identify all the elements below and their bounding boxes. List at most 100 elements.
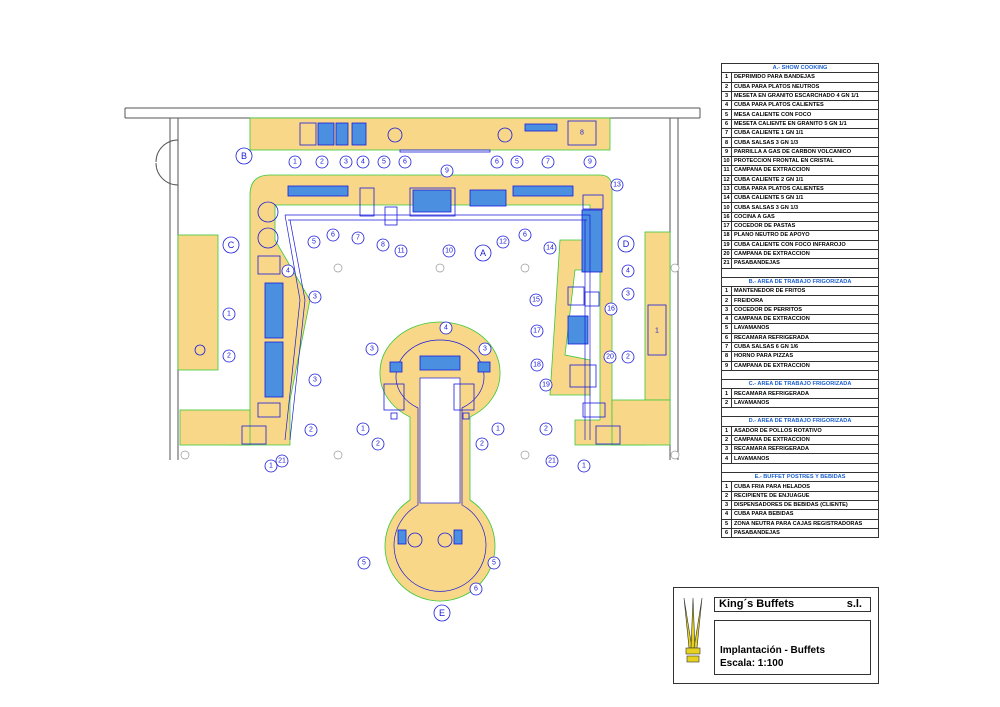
svg-text:17: 17 <box>533 328 541 335</box>
legend-item-number: 7 <box>721 128 732 139</box>
svg-text:2: 2 <box>227 353 231 360</box>
legend-item-number: 10 <box>721 202 732 213</box>
callout-a-8: 8 <box>376 238 390 252</box>
svg-text:4: 4 <box>286 268 290 275</box>
callout-b-2: 2 <box>315 155 329 169</box>
legend-item-label: PARRILLA A GAS DE CARBON VOLCANICO <box>731 146 879 157</box>
legend-section-header: A.- SHOW COOKING <box>721 62 879 74</box>
callout-a-21: 21 <box>275 454 289 468</box>
legend-item-label: RECIPIENTE DE ENJUAGUE <box>731 490 879 501</box>
legend-section-title: E.- BUFFET POSTRES Y BEBIDAS <box>721 472 879 483</box>
legend-item-number: 2 <box>721 295 732 306</box>
callout-b-8: 8 <box>580 130 584 137</box>
legend-item-number: 1 <box>721 286 732 297</box>
svg-text:A: A <box>480 248 486 258</box>
svg-text:6: 6 <box>403 159 407 166</box>
zone-b-counter <box>249 117 611 153</box>
legend-item-number: 6 <box>721 118 732 130</box>
equipment-callouts: 1 2 3 4 5 6 6 5 7 8 9 9 6 7 8 11 10 12 6… <box>222 130 659 596</box>
legend-item-number: 9 <box>721 360 732 371</box>
drawing-info-box: Implantación - Buffets Escala: 1:100 <box>714 620 871 675</box>
legend-item-number: 1 <box>721 72 732 83</box>
legend-item-label: PLANO NEUTRO DE APOYO <box>731 230 879 241</box>
legend-section-title: A.- SHOW COOKING <box>721 62 879 74</box>
callout-b-5b: 5 <box>510 155 524 169</box>
legend-item-label: COCEDOR DE PERRITOS <box>731 304 879 316</box>
callout-a-15: 15 <box>529 293 543 307</box>
svg-text:7: 7 <box>546 159 550 166</box>
callout-a-19: 19 <box>539 378 553 392</box>
svg-text:2: 2 <box>309 427 313 434</box>
callout-a-17: 17 <box>530 324 544 338</box>
legend-item-label: CUBA SALSAS 3 GN 1/3 <box>731 202 879 213</box>
svg-text:6: 6 <box>523 232 527 239</box>
svg-text:B: B <box>241 151 247 161</box>
legend-item-number: 16 <box>721 211 732 223</box>
legend-section-title: D.- AREA DE TRABAJO FRIGORIZADA <box>721 416 879 427</box>
legend-item-label: LAVAMANOS <box>731 323 879 334</box>
legend-item-number: 8 <box>721 351 732 362</box>
svg-text:E: E <box>439 608 445 618</box>
callout-e-5b: 5 <box>487 556 501 570</box>
legend-item-label: CUBA CALIENTE CON FOCO INFRAROJO <box>731 239 879 250</box>
legend-spacer-row <box>721 462 879 474</box>
callout-c-2: 2 <box>222 349 236 363</box>
callout-d-2: 2 <box>621 350 635 364</box>
svg-text:2: 2 <box>320 159 324 166</box>
callout-e-6: 6 <box>469 582 483 596</box>
callout-a-7: 7 <box>351 231 365 245</box>
callout-a-20: 20 <box>603 350 617 364</box>
svg-text:13: 13 <box>613 182 621 189</box>
legend-item-label: ZONA NEUTRA PARA CAJAS REGISTRADORAS <box>731 518 879 529</box>
company-name-box: King´s Buffets s.l. <box>714 597 871 612</box>
legend-item-number: 8 <box>721 137 732 148</box>
callout-b-7: 7 <box>541 155 555 169</box>
svg-text:14: 14 <box>546 245 554 252</box>
svg-text:10: 10 <box>445 248 453 255</box>
legend-item-label: CAMPANA DE EXTRACCION <box>731 313 879 325</box>
legend-item-number: 2 <box>721 434 732 446</box>
legend-item-label: CUBA SALSAS 3 GN 1/3 <box>731 137 879 148</box>
callout-e-3a: 3 <box>365 342 379 356</box>
legend-item-number: 2 <box>721 490 732 501</box>
callout-a-2: 2 <box>304 423 318 437</box>
callout-a-21b: 21 <box>545 454 559 468</box>
zone-label-e: E <box>433 604 451 622</box>
svg-text:4: 4 <box>361 159 365 166</box>
callout-c-1: 1 <box>222 307 236 321</box>
svg-text:C: C <box>228 240 235 250</box>
svg-text:5: 5 <box>312 239 316 246</box>
svg-text:3: 3 <box>344 159 348 166</box>
svg-text:3: 3 <box>370 346 374 353</box>
legend-spacer-row <box>721 267 879 278</box>
callout-a-6b: 6 <box>518 228 532 242</box>
svg-text:1: 1 <box>361 426 365 433</box>
zone-label-b: B <box>235 147 253 165</box>
svg-text:2: 2 <box>480 441 484 448</box>
callout-b-1: 1 <box>288 155 302 169</box>
svg-text:21: 21 <box>278 458 286 465</box>
legend-section-header: C.- AREA DE TRABAJO FRIGORIZADA <box>721 379 879 390</box>
svg-text:5: 5 <box>515 159 519 166</box>
svg-text:1: 1 <box>496 426 500 433</box>
legend-item-number: 5 <box>721 518 732 529</box>
callout-a-11: 11 <box>394 244 408 258</box>
